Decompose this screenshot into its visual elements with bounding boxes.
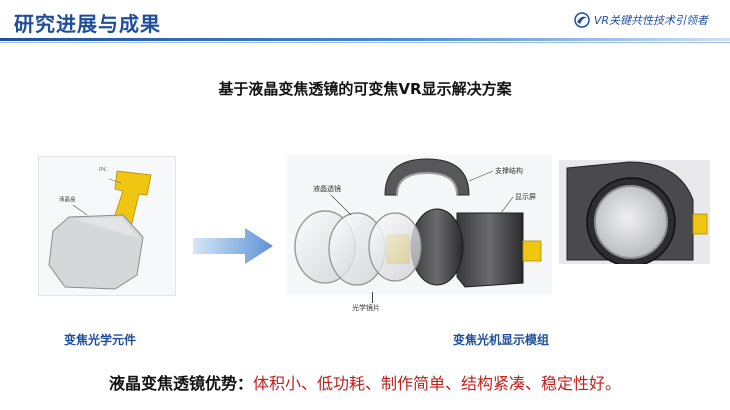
logo-icon	[574, 12, 590, 28]
module-assembled-drawing	[559, 160, 710, 267]
assembled-fpc	[692, 213, 708, 235]
lc-cell-figure: FPC 液晶盒	[38, 156, 176, 296]
right-arrow-icon	[193, 228, 273, 264]
rear-housing	[456, 212, 524, 288]
optic-lens	[368, 212, 422, 282]
caption-optical-element: 变焦光学元件	[64, 333, 137, 347]
optic-leader	[372, 292, 373, 303]
lc-lens-label: 液晶透镜	[313, 184, 341, 193]
display-label: 显示屏	[515, 193, 536, 201]
slide-subtitle: 基于液晶变焦透镜的可变焦VR显示解决方案	[218, 80, 512, 98]
advantage-statement: 液晶变焦透镜优势：体积小、低功耗、制作简单、结构紧凑、稳定性好。	[0, 370, 730, 394]
brand: VR关键共性技术引领者	[574, 12, 708, 28]
display-fpc	[522, 240, 542, 262]
page-title: 研究进展与成果	[14, 12, 161, 36]
header-divider	[0, 38, 730, 41]
lc-cell-body	[48, 214, 144, 290]
advantage-lead: 液晶变焦透镜优势：	[108, 374, 253, 393]
advantage-body: 体积小、低功耗、制作简单、结构紧凑、稳定性好。	[253, 374, 622, 393]
caption-display-module: 变焦光机显示模组	[453, 333, 550, 347]
optic-label: 光学镜片	[352, 304, 380, 312]
module-assembled-figure	[559, 160, 710, 267]
fpc-label: FPC	[99, 167, 107, 172]
lc-cell-label: 液晶盒	[59, 195, 76, 203]
assembled-lens	[594, 185, 668, 259]
header-divider-thin	[0, 42, 730, 43]
brand-text: VR关键共性技术引领者	[593, 14, 708, 27]
support-label: 支撑结构	[495, 166, 523, 175]
module-exploded-figure: 液晶透镜 支撑结构 显示屏	[287, 155, 552, 295]
lc-cell-drawing: FPC 液晶盒	[48, 167, 152, 290]
module-drawing: 液晶透镜 支撑结构 显示屏	[294, 158, 542, 288]
